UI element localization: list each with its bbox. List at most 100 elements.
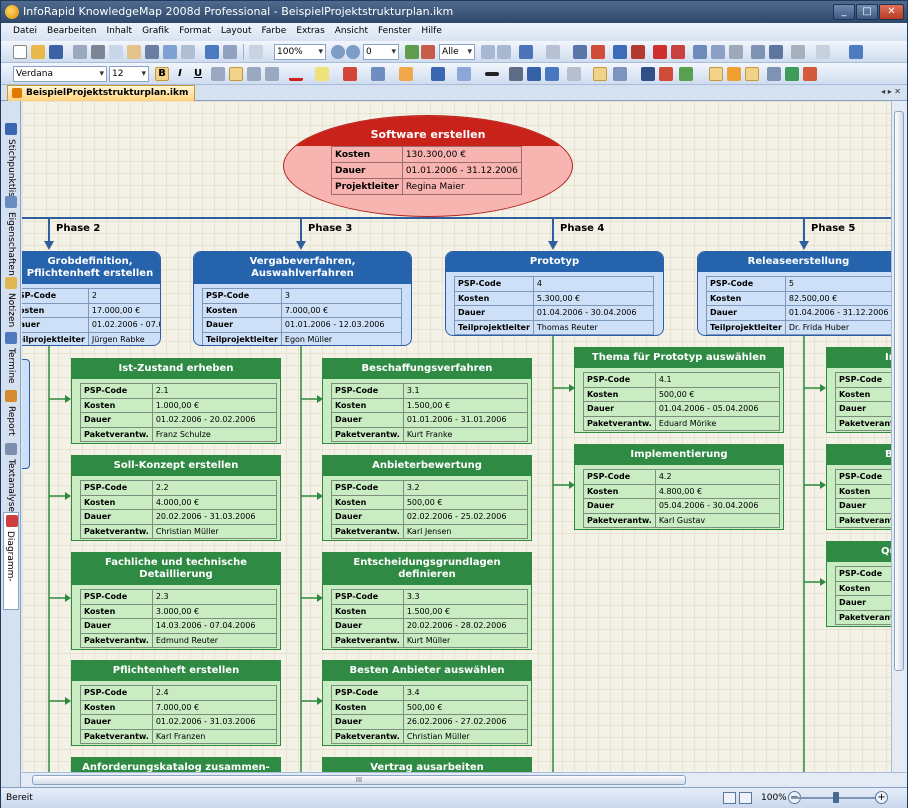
link-icon[interactable] bbox=[205, 45, 219, 59]
unlink-icon[interactable] bbox=[223, 45, 237, 59]
replace-icon[interactable] bbox=[181, 45, 195, 59]
image-icon[interactable] bbox=[527, 67, 541, 81]
font-color-icon[interactable] bbox=[289, 67, 303, 81]
view-normal-icon[interactable] bbox=[723, 792, 736, 804]
menu-datei[interactable]: Datei bbox=[13, 26, 38, 36]
redo-icon[interactable] bbox=[546, 45, 560, 59]
document-tab[interactable]: BeispielProjektstrukturplan.ikm bbox=[7, 85, 196, 101]
side-tab-diagramm-assistent[interactable]: Diagramm-Assistent bbox=[3, 512, 19, 610]
side-tab-textanalyse[interactable]: Textanalyse bbox=[3, 441, 19, 512]
side-tab-eigenschaften[interactable]: Eigenschaften bbox=[3, 194, 19, 276]
collapse-icon[interactable] bbox=[421, 45, 435, 59]
page-setup-icon[interactable] bbox=[816, 45, 830, 59]
layout-tree-icon[interactable] bbox=[567, 67, 581, 81]
side-tab-stichpunktliste[interactable]: Stichpunktliste bbox=[3, 121, 19, 206]
vertical-scrollbar[interactable] bbox=[891, 101, 906, 772]
delete-branch-icon[interactable] bbox=[671, 45, 685, 59]
color-scheme-icon[interactable] bbox=[803, 67, 817, 81]
style-b-icon[interactable] bbox=[727, 67, 741, 81]
undo-icon[interactable] bbox=[519, 45, 533, 59]
menu-layout[interactable]: Layout bbox=[220, 26, 252, 36]
level-select[interactable]: 0 bbox=[363, 44, 399, 60]
line-width-icon[interactable] bbox=[485, 72, 499, 76]
arrow-left-icon[interactable] bbox=[497, 45, 511, 59]
side-tab-report[interactable]: Report bbox=[3, 388, 19, 440]
sort-icon[interactable] bbox=[751, 45, 765, 59]
frame-icon[interactable] bbox=[457, 67, 471, 81]
insert-sibling-icon[interactable] bbox=[591, 45, 605, 59]
minimize-button[interactable]: _ bbox=[833, 4, 855, 20]
insert-parent-icon[interactable] bbox=[613, 45, 627, 59]
style-c-icon[interactable] bbox=[745, 67, 759, 81]
fit-to-window-icon[interactable] bbox=[767, 67, 781, 81]
layout-mindmap-icon[interactable] bbox=[679, 67, 693, 81]
layout-org-icon[interactable] bbox=[659, 67, 673, 81]
maximize-button[interactable]: □ bbox=[856, 4, 878, 20]
move-icon[interactable] bbox=[249, 45, 263, 59]
bold-icon[interactable]: B bbox=[155, 67, 169, 81]
cut-icon[interactable] bbox=[91, 45, 105, 59]
title-bar[interactable]: InfoRapid KnowledgeMap 2008d Professiona… bbox=[1, 1, 907, 23]
zoom-select[interactable]: 100% bbox=[274, 44, 326, 60]
open-icon[interactable] bbox=[31, 45, 45, 59]
underline-icon[interactable]: U bbox=[193, 68, 203, 79]
find-icon[interactable] bbox=[163, 45, 177, 59]
side-tab-termine[interactable]: Termine bbox=[3, 330, 19, 386]
menu-extras[interactable]: Extras bbox=[296, 26, 325, 36]
tab-navigation[interactable]: ◂ ▸ ✕ bbox=[881, 87, 901, 96]
phase-node-2[interactable]: Grobdefinition, Pflichtenheft erstellen … bbox=[22, 251, 161, 346]
view-outline-icon[interactable] bbox=[739, 792, 752, 804]
justify-icon[interactable] bbox=[265, 67, 279, 81]
paste-icon[interactable] bbox=[127, 45, 141, 59]
layout-vertical-icon[interactable] bbox=[613, 67, 627, 81]
copy-icon[interactable] bbox=[109, 45, 123, 59]
menu-bearbeiten[interactable]: Bearbeiten bbox=[47, 26, 97, 36]
fill-color-icon[interactable] bbox=[343, 67, 357, 81]
zoom-slider-handle[interactable] bbox=[833, 792, 839, 803]
zoom-in-button[interactable]: + bbox=[875, 791, 888, 804]
expand-icon[interactable] bbox=[405, 45, 419, 59]
italic-icon[interactable]: I bbox=[178, 68, 182, 79]
close-button[interactable]: ✕ bbox=[879, 4, 904, 20]
style-a-icon[interactable] bbox=[709, 67, 723, 81]
remove-icon[interactable] bbox=[631, 45, 645, 59]
horizontal-scrollbar[interactable]: III bbox=[22, 772, 906, 786]
task-node[interactable]: Fachliche und technische Detaillierung P… bbox=[71, 552, 281, 650]
properties-icon[interactable] bbox=[729, 45, 743, 59]
print-preview-icon[interactable] bbox=[73, 45, 87, 59]
side-tab-notizen[interactable]: Notizen bbox=[3, 275, 19, 327]
outline-icon[interactable] bbox=[785, 67, 799, 81]
number-icon[interactable] bbox=[769, 45, 783, 59]
offscreen-node-left[interactable] bbox=[22, 359, 30, 469]
task-node[interactable]: Vertrag ausarbeiten bbox=[322, 757, 532, 772]
hyperlink-icon[interactable] bbox=[545, 67, 559, 81]
menu-farbe[interactable]: Farbe bbox=[261, 26, 287, 36]
align-left-icon[interactable] bbox=[211, 67, 225, 81]
save-icon[interactable] bbox=[49, 45, 63, 59]
task-node[interactable]: Entscheidungsgrundlagen definieren PSP-C… bbox=[322, 552, 532, 650]
menu-hilfe[interactable]: Hilfe bbox=[421, 26, 442, 36]
export-icon[interactable] bbox=[849, 45, 863, 59]
zoom-in-icon[interactable] bbox=[331, 45, 345, 59]
note-icon[interactable] bbox=[693, 45, 707, 59]
delete-icon[interactable] bbox=[653, 45, 667, 59]
new-icon[interactable] bbox=[13, 45, 27, 59]
paint-bucket-icon[interactable] bbox=[399, 67, 413, 81]
line-color-icon[interactable] bbox=[371, 67, 385, 81]
menu-grafik[interactable]: Grafik bbox=[142, 26, 170, 36]
format-painter-icon[interactable] bbox=[145, 45, 159, 59]
insert-child-icon[interactable] bbox=[573, 45, 587, 59]
menu-format[interactable]: Format bbox=[179, 26, 211, 36]
layout-horizontal-icon[interactable] bbox=[593, 67, 607, 81]
